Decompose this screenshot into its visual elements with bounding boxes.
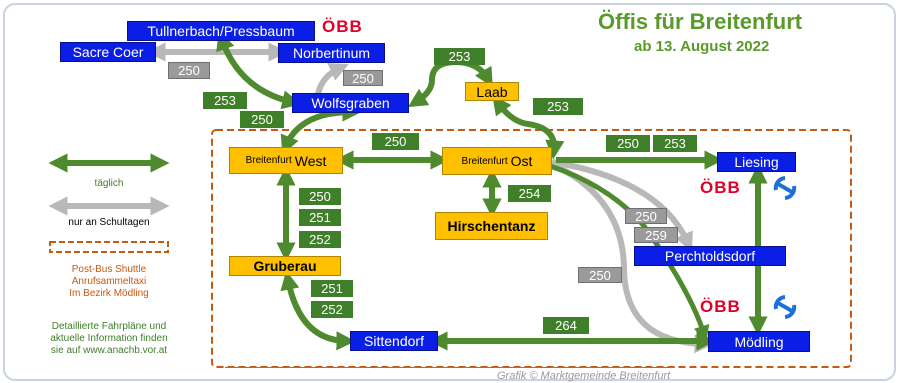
stop-breitenfurt-ost-prefix: Breitenfurt	[461, 155, 508, 167]
route-label-250: 250	[606, 135, 650, 152]
route-line-gruberau-sittendorf	[280, 270, 356, 351]
stop-hirschentanz[interactable]: Hirschentanz	[435, 212, 548, 240]
legend-shuttle-line2: Anrufsammeltaxi	[71, 276, 147, 287]
stop-breitenfurt-west-prefix: Breitenfurt	[245, 155, 292, 166]
stop-wolfsgraben[interactable]: Wolfsgraben	[292, 93, 409, 113]
obb-logo-top: ÖBB	[322, 17, 363, 36]
stop-sacre-coer[interactable]: Sacre Coer	[60, 42, 156, 62]
route-label-252: 252	[311, 301, 353, 318]
shuttle-zone-border	[211, 129, 852, 368]
stop-laab[interactable]: Laab	[465, 82, 519, 101]
obb-logo-liesing: ÖBB	[700, 178, 741, 197]
route-label-250: 250	[372, 133, 419, 150]
route-label-250: 250	[625, 208, 667, 224]
route-label-250: 250	[343, 70, 383, 86]
legend-info-line1: Detaillierte Fahrpläne und	[51, 321, 167, 332]
stop-norbertinum[interactable]: Norbertinum	[278, 43, 385, 63]
legend-shuttle-line3: Im Bezirk Mödling	[69, 288, 149, 299]
stop-moedling[interactable]: Mödling	[708, 331, 810, 352]
route-label-259: 259	[634, 227, 678, 243]
stop-breitenfurt-west-name: West	[294, 152, 327, 169]
route-label-251: 251	[311, 280, 353, 297]
map-subtitle: ab 13. August 2022	[634, 38, 770, 55]
route-label-254: 254	[508, 185, 551, 202]
route-label-250: 250	[168, 62, 210, 79]
s-bahn-icon	[773, 176, 797, 200]
route-line-laab-ost	[492, 95, 565, 160]
route-label-264: 264	[543, 317, 589, 334]
route-label-252: 252	[299, 231, 341, 248]
route-line-ost-perchtoldsdorf	[551, 159, 693, 252]
footer-divider	[225, 367, 675, 368]
legend-info-line2: aktuelle Information finden	[50, 333, 168, 344]
route-label-251: 251	[299, 209, 341, 226]
footer-credit: Grafik © Marktgemeinde Breitenfurt	[497, 370, 671, 382]
stop-sittendorf[interactable]: Sittendorf	[350, 331, 438, 351]
legend-info-line3[interactable]: sie auf www.anachb.vor.at	[50, 345, 168, 356]
route-line-tullnerbach-wolfsgraben	[216, 30, 302, 110]
route-label-250: 250	[578, 267, 622, 283]
route-label-253: 253	[533, 98, 583, 115]
stop-liesing[interactable]: Liesing	[717, 152, 796, 172]
legend-daily-label: täglich	[94, 178, 124, 189]
stop-gruberau[interactable]: Gruberau	[229, 256, 341, 276]
route-label-253: 253	[434, 48, 485, 65]
route-label-253: 253	[203, 92, 247, 109]
legend-school-label: nur an Schultagen	[68, 217, 150, 228]
legend-shuttle-swatch	[49, 241, 169, 253]
stop-tullnerbach[interactable]: Tullnerbach/Pressbaum	[127, 21, 315, 41]
stop-breitenfurt-ost-name: Ost	[510, 153, 533, 169]
map-title: Öffis für Breitenfurt	[598, 9, 803, 34]
route-label-253: 253	[653, 135, 697, 152]
stop-perchtoldsdorf[interactable]: Perchtoldsdorf	[634, 246, 786, 266]
route-label-250: 250	[299, 188, 341, 205]
route-label-250: 250	[240, 111, 284, 128]
route-line-ost-moedling	[549, 163, 710, 342]
route-line-wolfsgraben-norbertinum	[315, 63, 349, 95]
map-frame	[3, 3, 896, 381]
s-bahn-icon	[773, 295, 797, 319]
route-line-wolfsgraben-laab	[407, 58, 493, 108]
obb-logo-moedling: ÖBB	[700, 297, 741, 316]
legend-shuttle-line1: Post-Bus Shuttle	[71, 264, 147, 275]
